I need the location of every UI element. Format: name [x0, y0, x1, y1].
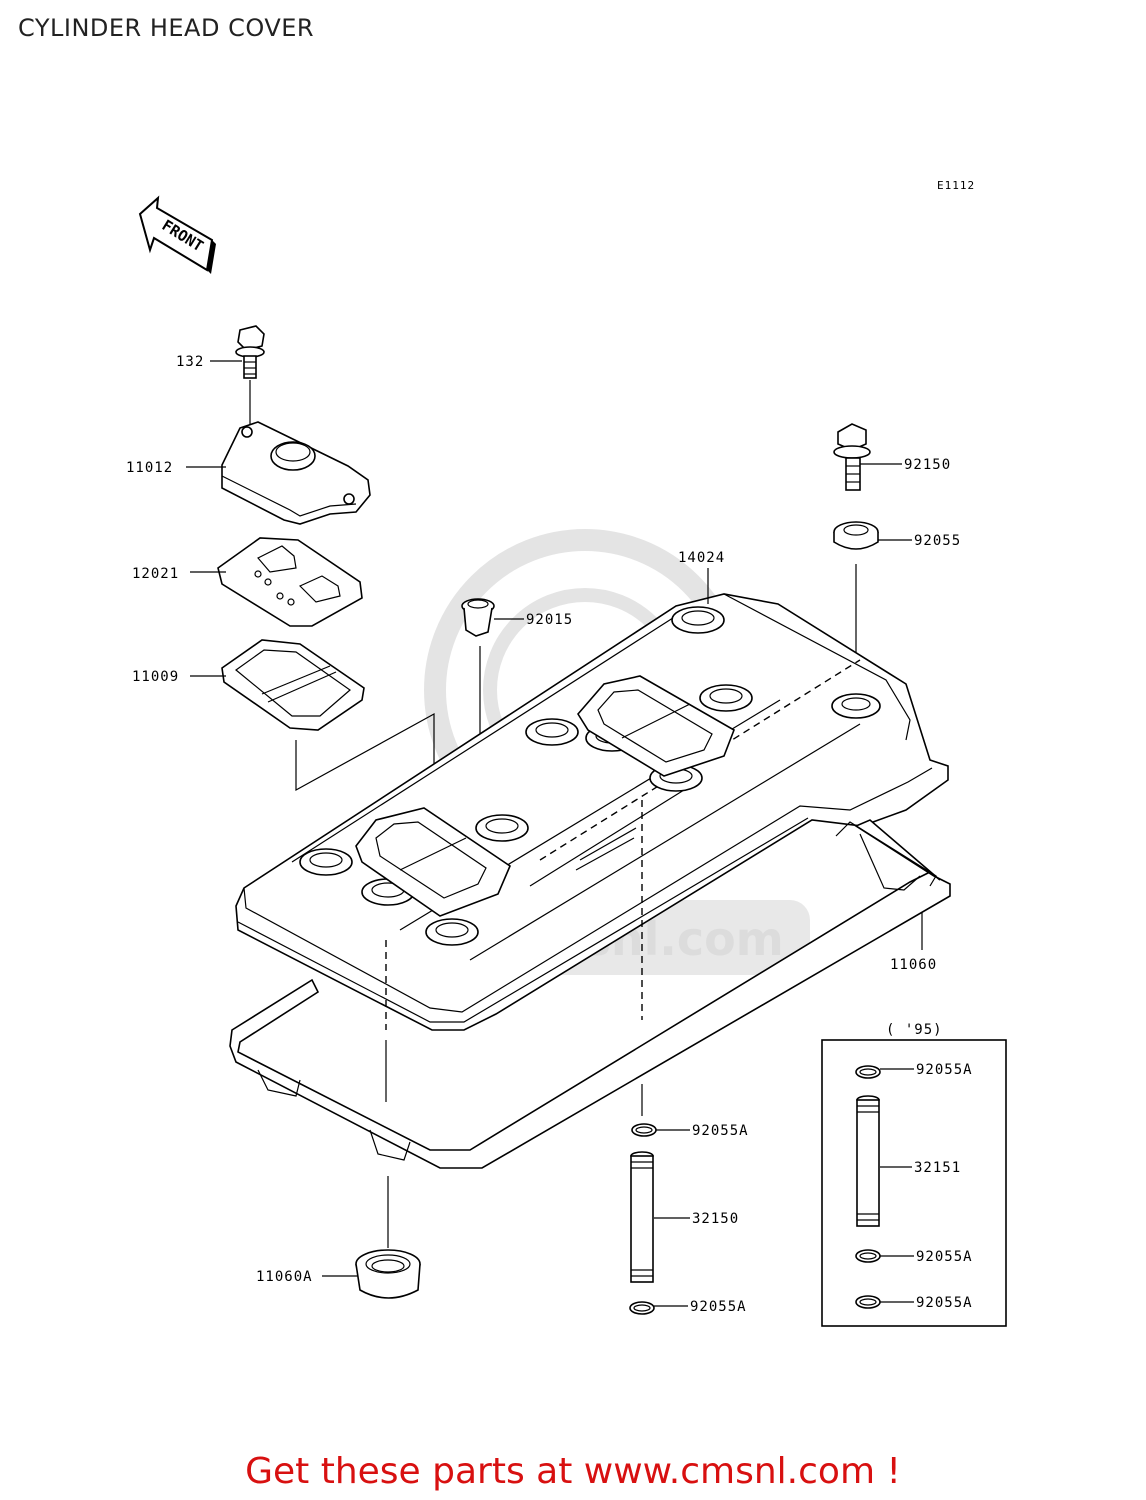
bolt-92150	[833, 423, 871, 491]
part-label: 92055A	[690, 1299, 747, 1315]
part-label: 11060A	[256, 1269, 313, 1285]
part-label: 92055A	[916, 1062, 973, 1078]
part-label: 92055A	[692, 1123, 749, 1139]
pipe-32151-group	[855, 1065, 881, 1309]
promo-link[interactable]: Get these parts at www.cmsnl.com !	[245, 1451, 901, 1492]
part-label: 11060	[890, 957, 937, 973]
part-label: 132	[176, 354, 204, 370]
part-label: 92055A	[916, 1295, 973, 1311]
part-label: 32151	[914, 1160, 961, 1176]
breather-cover-11012	[221, 421, 371, 525]
front-arrow-icon: FRONT	[138, 195, 216, 274]
bolt-132	[235, 325, 265, 426]
part-label: 32150	[692, 1211, 739, 1227]
part-label: 11009	[132, 669, 179, 685]
cylinder-head-cover-14024	[235, 593, 949, 1031]
part-label: 92055	[914, 533, 961, 549]
washer-92055	[833, 521, 879, 550]
part-label: 92015	[526, 612, 573, 628]
part-label: 92150	[904, 457, 951, 473]
pipe-32150-group	[629, 1123, 657, 1315]
gasket-11060	[229, 819, 951, 1169]
diagram-code: E1112	[937, 179, 975, 192]
plate-12021	[217, 537, 363, 627]
page-title: CYLINDER HEAD COVER	[18, 14, 315, 42]
variant-label: ( '95)	[886, 1022, 943, 1038]
plug-92015	[461, 598, 495, 637]
seal-11060A	[355, 1249, 421, 1299]
gasket-11009	[221, 639, 365, 731]
exploded-parts-diagram: www.cmsnl.com E1112 FRONT	[126, 179, 1007, 1327]
part-label: 14024	[678, 550, 725, 566]
part-label: 11012	[126, 460, 173, 476]
part-label: 12021	[132, 566, 179, 582]
part-label: 92055A	[916, 1249, 973, 1265]
variant-box	[821, 1039, 1007, 1327]
leader-lines	[186, 360, 923, 1307]
